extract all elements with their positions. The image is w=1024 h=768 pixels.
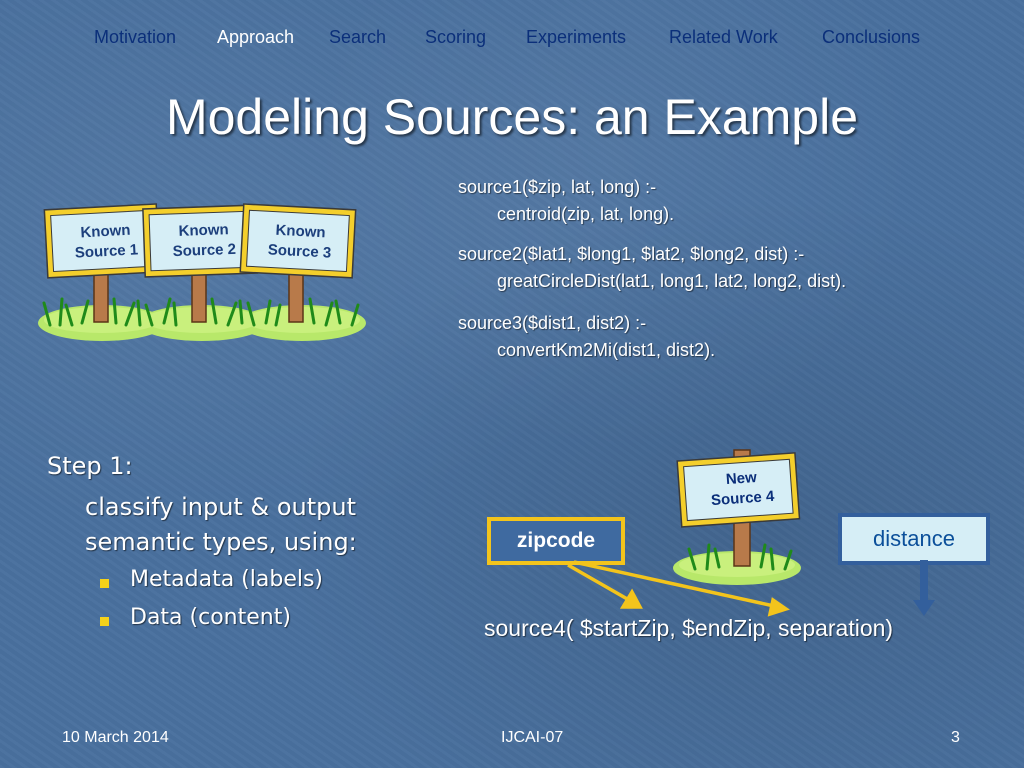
source4-signature: source4( $startZip, $endZip, separation): [484, 615, 894, 641]
step-line1: classify input & output: [85, 493, 356, 521]
source2-definition-head: source2($lat1, $long1, $lat2, $long2, di…: [458, 244, 805, 264]
zipcode-label: zipcode: [487, 517, 625, 565]
source3-definition-head: source3($dist1, dist2) :-: [458, 313, 647, 333]
distance-arrow: [913, 560, 935, 616]
signpost-icon: [43, 203, 357, 279]
nav-search[interactable]: Search: [329, 27, 387, 47]
square-bullet-icon: [100, 617, 109, 626]
nav-conclusions[interactable]: Conclusions: [822, 27, 921, 47]
nav-related-work[interactable]: Related Work: [669, 27, 778, 47]
step-heading: Step 1:: [47, 452, 133, 480]
footer-venue: IJCAI-07: [501, 729, 564, 746]
step-line2: semantic types, using:: [85, 528, 357, 556]
slide-title: Modeling Sources: an Example: [165, 89, 859, 145]
page-number: 3: [951, 729, 960, 746]
signpost-icon: [676, 452, 801, 528]
distance-label: distance: [838, 513, 990, 565]
nav-scoring[interactable]: Scoring: [425, 27, 487, 47]
nav-approach[interactable]: Approach: [217, 27, 295, 47]
bullet-metadata: Metadata (labels): [130, 567, 324, 592]
square-bullet-icon: [100, 579, 109, 588]
bullet-data: Data (content): [130, 605, 291, 630]
source1-definition-body: centroid(zip, lat, long).: [497, 204, 675, 224]
new-source-illustration: [673, 449, 801, 585]
known-sources-illustration: [38, 203, 366, 341]
source1-definition-head: source1($zip, lat, long) :-: [458, 177, 657, 197]
top-navigation: Motivation Approach Search Scoring Exper…: [0, 27, 1024, 53]
source2-definition-body: greatCircleDist(lat1, long1, lat2, long2…: [497, 271, 847, 291]
source3-definition-body: convertKm2Mi(dist1, dist2).: [497, 340, 716, 360]
nav-experiments[interactable]: Experiments: [526, 27, 627, 47]
nav-motivation[interactable]: Motivation: [94, 27, 177, 47]
footer-date: 10 March 2014: [62, 729, 169, 746]
